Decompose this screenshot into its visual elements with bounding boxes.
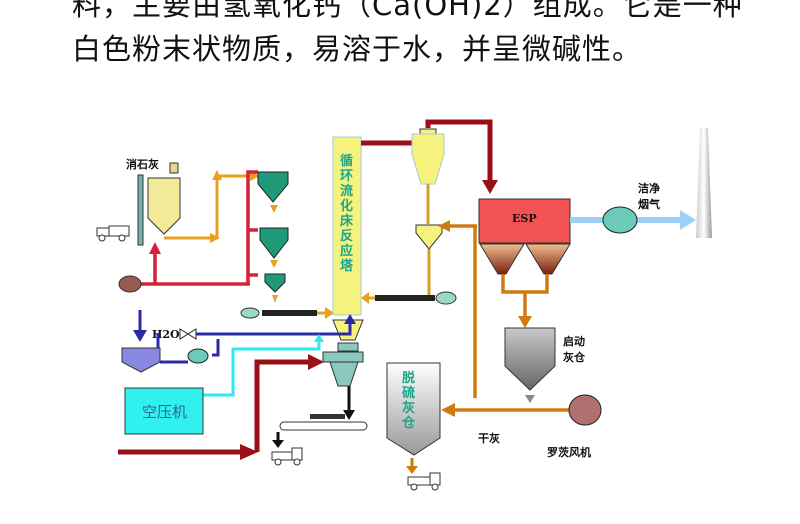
clean-gas-label: 洁净 烟气 (638, 181, 660, 211)
svg-text:循: 循 (340, 153, 353, 169)
air-compressor (124, 387, 204, 435)
esp-label: ESP (512, 212, 537, 225)
desulfurization-ash-silo (386, 362, 441, 456)
svg-text:化: 化 (340, 198, 353, 214)
svg-text:仓: 仓 (401, 415, 416, 431)
svg-text:启动: 启动 (563, 334, 585, 348)
svg-text:环: 环 (340, 169, 353, 184)
paragraph-line-1: 料，主要由氢氧化钙（Ca(OH)2）组成。它是一种 (72, 0, 743, 22)
lower-separator (322, 342, 364, 387)
roots-blower-label: 罗茨风机 (547, 445, 591, 459)
green-hoppers (257, 171, 289, 293)
svg-text:洁净: 洁净 (638, 181, 660, 195)
truck-icon (407, 472, 441, 491)
air-pipe (138, 170, 258, 286)
reactor-label: 循 环 流 化 床 反 应 塔 (340, 153, 354, 274)
svg-text:灰仓: 灰仓 (563, 350, 586, 364)
truck-icon (271, 447, 303, 466)
conveyor-right (361, 291, 457, 305)
svg-text:脱: 脱 (402, 370, 415, 386)
cyclone-separator (411, 128, 445, 295)
chimney (696, 128, 712, 238)
dry-ash-label: 干灰 (478, 431, 500, 445)
svg-text:反: 反 (340, 228, 353, 244)
truck-icon (96, 225, 130, 242)
paragraph-line-2: 白色粉末状物质，易溶于水，并呈微碱性。 (72, 32, 643, 66)
cfb-reactor: 循 环 流 化 床 反 应 塔 (332, 136, 364, 341)
fan-icon (118, 275, 142, 293)
air-compressor-label: 空压机 (142, 403, 187, 421)
startup-ash-silo (504, 327, 556, 391)
slaked-lime-label: 消石灰 (126, 157, 159, 171)
esp: ESP (478, 198, 571, 275)
svg-text:硫: 硫 (402, 385, 415, 401)
valve-icon (179, 328, 197, 340)
svg-text:塔: 塔 (340, 258, 354, 274)
svg-text:灰: 灰 (402, 400, 415, 416)
slaked-lime-silo: 消石灰 (126, 157, 181, 246)
startup-silo-label: 启动 灰仓 (563, 334, 586, 364)
conveyor-left (240, 307, 334, 319)
flue-gas-pipe (118, 119, 493, 455)
svg-text:烟气: 烟气 (638, 197, 660, 211)
water-label: H2O (152, 328, 180, 341)
roots-blower-icon (568, 394, 602, 426)
induced-draft-fan-icon (602, 206, 638, 234)
pump-icon (187, 348, 209, 364)
ash-line (445, 224, 590, 412)
svg-text:流: 流 (340, 183, 353, 199)
water-tank (121, 347, 161, 373)
belt-conveyor (279, 414, 368, 431)
svg-text:应: 应 (340, 243, 353, 259)
svg-text:床: 床 (340, 213, 354, 229)
desulf-silo-label: 脱 硫 灰 仓 (401, 370, 416, 431)
